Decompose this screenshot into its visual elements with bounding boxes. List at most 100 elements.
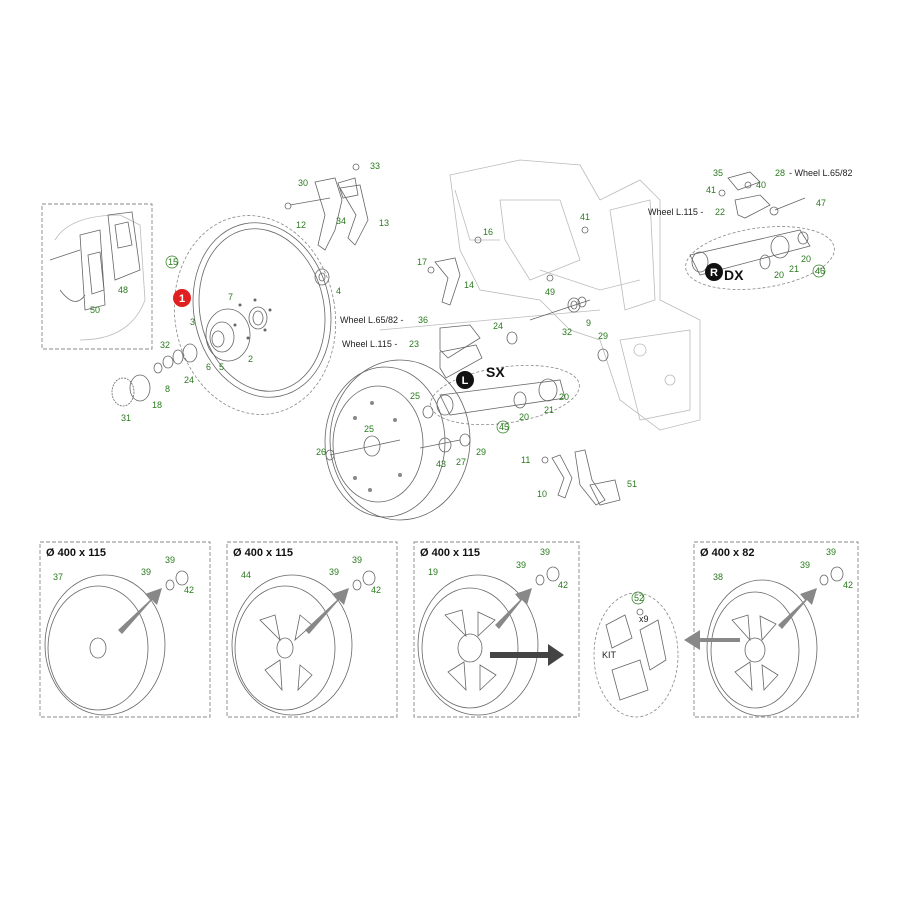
x9-label: x9	[639, 614, 649, 624]
callout-21-dx: 21	[789, 264, 799, 274]
callout-10: 10	[537, 489, 547, 499]
callout-29-wheel: 29	[476, 447, 486, 457]
label-wheel-115-top: Wheel L.115 -	[648, 207, 703, 217]
label-wheel-65-82-mid: Wheel L.65/82 -	[340, 315, 404, 325]
detail-panel-bracket: 48 50	[41, 203, 153, 350]
callout-27: 27	[456, 457, 466, 467]
callout-3: 3	[190, 317, 195, 327]
panel-4-title: Ø 400 x 82	[700, 547, 754, 559]
frame-background	[379, 159, 701, 431]
callout-15: 15	[168, 257, 178, 267]
top-bracket: 30 33 12 34 13	[284, 161, 389, 251]
callout-26: 26	[316, 447, 326, 457]
callout-25-wheel: 25	[364, 424, 374, 434]
panel-1-title: Ø 400 x 115	[46, 547, 106, 559]
callout-20-sx-a: 20	[519, 412, 529, 422]
callout-30: 30	[298, 178, 308, 188]
marker-L-text: L	[462, 375, 469, 387]
dx-label: DX	[724, 267, 744, 283]
panel-2-callout-39a: 39	[329, 567, 339, 577]
kit-52-detail: 52 x9 KIT	[593, 591, 679, 718]
callout-23: 23	[409, 339, 419, 349]
callout-45-ring	[496, 420, 510, 434]
callout-14: 14	[464, 280, 474, 290]
callout-16: 16	[483, 227, 493, 237]
callout-4: 4	[336, 286, 341, 296]
callout-15-ring	[165, 255, 179, 269]
callout-22: 22	[715, 207, 725, 217]
callout-11: 11	[521, 455, 530, 465]
panel-1-callout-42: 42	[184, 585, 194, 595]
wheel-option-panel-2: Ø 400 x 115 44 39 39 42	[226, 541, 398, 718]
callout-41-top: 41	[706, 185, 716, 195]
callout-36: 36	[418, 315, 428, 325]
callout-50: 50	[90, 305, 100, 315]
callout-9: 9	[586, 318, 591, 328]
callout-47: 47	[816, 198, 826, 208]
kit-label: KIT	[602, 650, 617, 660]
panel-4-callout-42: 42	[843, 580, 853, 590]
callout-52-ring	[631, 591, 645, 605]
marker-R-badge	[705, 263, 723, 281]
callout-29-mid: 29	[598, 331, 608, 341]
panel-1-callout-39b: 39	[165, 555, 175, 565]
wheel-option-panel-4: Ø 400 x 82 38 39 39 42	[684, 541, 859, 718]
callout-21-sx: 21	[544, 405, 554, 415]
panel-3-callout-19: 19	[428, 567, 438, 577]
callout-33: 33	[370, 161, 380, 171]
callout-31: 31	[121, 413, 131, 423]
callout-46: 46	[815, 266, 825, 276]
callout-18: 18	[152, 400, 162, 410]
callout-40: 40	[756, 180, 766, 190]
panel-4-callout-39a: 39	[800, 560, 810, 570]
dx-arm-assembly: R DX 35 28 - Wheel L.65/82 41 40 Wheel L…	[648, 168, 853, 290]
callout-34: 34	[336, 216, 346, 226]
callout-17: 17	[417, 257, 427, 267]
callout-32-left: 32	[160, 340, 170, 350]
callout-5: 5	[219, 362, 224, 372]
panel-2-callout-39b: 39	[352, 555, 362, 565]
callout-45: 45	[499, 422, 509, 432]
callout-48: 48	[118, 285, 128, 295]
callout-28: 28	[775, 168, 785, 178]
sx-arm-assembly: L SX 25 20 21 20 45	[410, 364, 580, 434]
wheel-option-panel-1: Ø 400 x 115 37 39 39 42	[39, 541, 211, 718]
callout-35: 35	[713, 168, 723, 178]
panel-3-callout-39b: 39	[540, 547, 550, 557]
callout-51: 51	[627, 479, 637, 489]
marker-1-text: 1	[179, 293, 185, 305]
callout-13: 13	[379, 218, 389, 228]
scraper-17-14: 17 14 16	[417, 227, 493, 306]
callout-25-sx: 25	[410, 391, 420, 401]
marker-R-text: R	[710, 267, 718, 279]
callout-24-mid: 24	[493, 321, 503, 331]
panel-4-callout-39b: 39	[826, 547, 836, 557]
sx-label: SX	[486, 364, 505, 380]
scraper-blades: 11 10 51	[521, 449, 637, 506]
panel-2-title: Ø 400 x 115	[233, 547, 293, 559]
callout-43: 43	[436, 459, 446, 469]
panel-1-callout-37: 37	[53, 572, 63, 582]
panel-3-callout-39a: 39	[516, 560, 526, 570]
label-wheel-115-mid: Wheel L.115 -	[342, 339, 397, 349]
frame-parts-mid: 41 49 32 9 24 29	[493, 212, 609, 362]
callout-49: 49	[545, 287, 555, 297]
marker-L-badge	[456, 371, 474, 389]
disc-assembly: 1 15 7 3 2 5 4 32 8 6 24 18 31	[111, 215, 341, 423]
wheel-option-panel-3: Ø 400 x 115 19 39 39 42	[413, 541, 580, 718]
callout-20-dx-b: 20	[801, 254, 811, 264]
marker-1-badge	[173, 289, 191, 307]
callout-52: 52	[634, 593, 644, 603]
label-wheel-65-82-top: - Wheel L.65/82	[789, 168, 853, 178]
wheel-scrapers: Wheel L.65/82 - 36 Wheel L.115 - 23	[340, 315, 483, 379]
callout-7: 7	[228, 292, 233, 302]
callout-24-left: 24	[184, 375, 194, 385]
callout-41-mid: 41	[580, 212, 590, 222]
panel-4-callout-38: 38	[713, 572, 723, 582]
panel-1-callout-39a: 39	[141, 567, 151, 577]
callout-8: 8	[165, 384, 170, 394]
callout-46-ring	[812, 264, 826, 278]
panel-2-callout-44: 44	[241, 570, 251, 580]
callout-20-dx-a: 20	[774, 270, 784, 280]
